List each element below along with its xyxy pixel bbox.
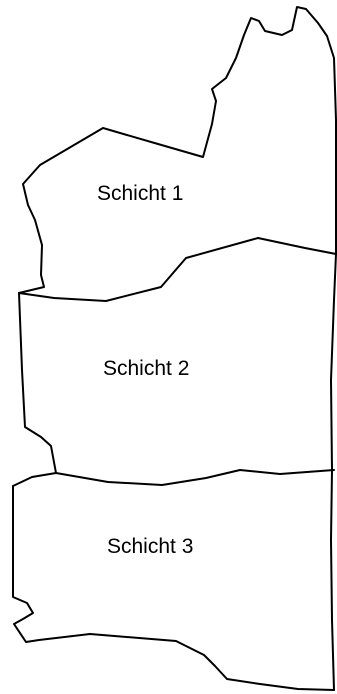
boundary-1-2 — [18, 237, 337, 302]
layer-1-label: Schicht 1 — [97, 182, 183, 205]
layer-2-left-edge — [18, 292, 57, 474]
layer-3-label: Schicht 3 — [107, 535, 193, 558]
layer-3-outline — [12, 485, 335, 691]
boundary-2-3 — [12, 469, 335, 487]
layer-2-label: Schicht 2 — [103, 357, 189, 380]
right-edge — [330, 253, 337, 691]
layer-1-outline — [18, 6, 337, 294]
